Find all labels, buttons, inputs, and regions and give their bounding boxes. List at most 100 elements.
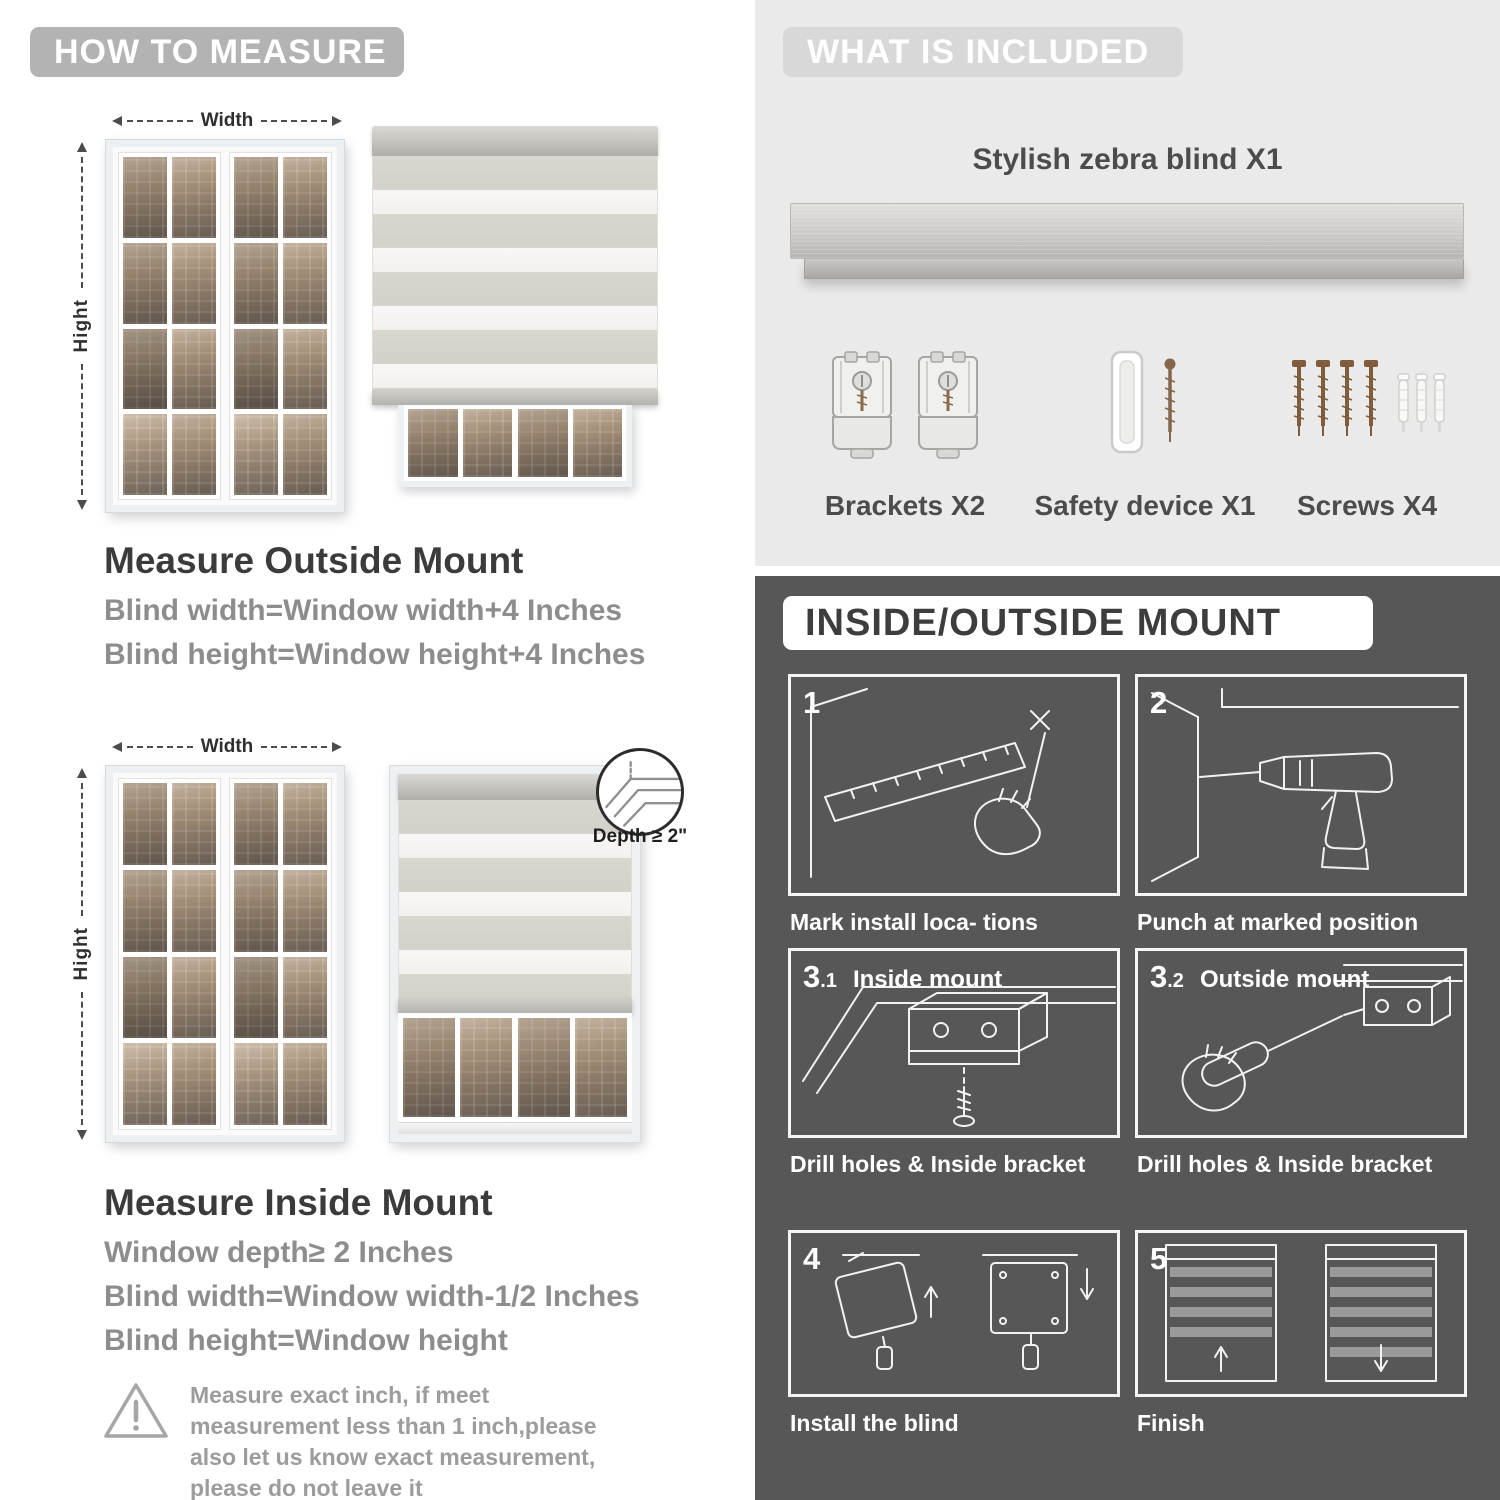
step-number: 5 (1150, 1241, 1168, 1276)
window-sash (518, 1018, 627, 1117)
window-pane (172, 414, 216, 495)
window-pane (172, 157, 216, 238)
arrowhead-up-icon (77, 768, 87, 778)
window-sash (229, 778, 332, 1130)
window-sash (118, 778, 221, 1130)
window-pane (172, 1043, 216, 1125)
mount-header: INSIDE/OUTSIDE MOUNT (783, 596, 1373, 650)
depth-label: Depth ≥ 2" (592, 826, 688, 847)
dashed-line (127, 120, 193, 122)
inside-bracket-illustration (802, 986, 1116, 1127)
inside-height-formula: Blind height=Window height (104, 1324, 508, 1357)
bracket-icon (832, 351, 892, 459)
step-1-box: 1 (788, 674, 1120, 896)
step-3-1-head: 3.1 Inside mount (803, 959, 1002, 995)
dashed-line (261, 746, 327, 748)
window-pane (283, 783, 327, 865)
window-pane (408, 409, 458, 477)
zebra-blind-illustration-inside (389, 765, 641, 1143)
drill-illustration (1151, 688, 1459, 882)
step-caption: Mark install loca- tions (790, 909, 1038, 935)
step-caption: Drill holes & Inside bracket (790, 1151, 1086, 1177)
measurement-warning: Measure exact inch, if meet measurement … (102, 1380, 642, 1500)
step-number: 4 (803, 1241, 821, 1276)
window-illustration-inside-mount (105, 765, 345, 1143)
screws-icon-box (1287, 326, 1447, 486)
width-label: Width (200, 736, 254, 757)
headrail-fascia (804, 259, 1464, 279)
inside-mount-title: Measure Inside Mount (104, 1182, 493, 1223)
step-2-box: 2 (1135, 674, 1467, 896)
measurement-note-text: Measure exact inch, if meet measurement … (190, 1382, 597, 1500)
window-pane (234, 1043, 278, 1125)
step-1-head: 1 (803, 685, 836, 721)
what-is-included-header: WHAT IS INCLUDED (783, 27, 1183, 77)
window-pane (172, 869, 216, 952)
step-caption: Punch at marked position (1137, 909, 1419, 935)
window-pane (234, 414, 278, 495)
window-sash (118, 152, 221, 500)
arrowhead-down-icon (77, 1130, 87, 1141)
screws-icon (1290, 358, 1447, 438)
inside-depth-formula: Window depth≥ 2 Inches (104, 1236, 454, 1269)
step-caption: Finish (1137, 1410, 1205, 1436)
dashed-line (81, 363, 83, 496)
product-name: Stylish zebra blind X1 (972, 143, 1283, 176)
window-sash (229, 152, 332, 500)
mark-locations-illustration (810, 688, 1050, 878)
window-pane (123, 157, 167, 238)
height-label: Hight (71, 299, 92, 353)
window-pane (283, 414, 327, 495)
window-pane (234, 783, 278, 865)
window-sash (408, 409, 512, 477)
window-pane (234, 328, 278, 410)
step-3-2-box: 3.2 Outside mount (1135, 948, 1467, 1138)
included-items: Brackets X2 Safety device X1 (790, 326, 1464, 522)
pack-item-brackets: Brackets X2 (790, 326, 1020, 522)
inside-width-formula: Blind width=Window width-1/2 Inches (104, 1280, 640, 1313)
window-pane (123, 328, 167, 410)
dashed-line (127, 746, 193, 748)
window-pane (234, 157, 278, 238)
dashed-line (81, 783, 83, 917)
step-number: 3.2 (1150, 959, 1184, 994)
blind-stripes (372, 156, 658, 390)
window-pane (234, 242, 278, 324)
window-pane (123, 956, 167, 1039)
step-1: 1 Mark install loca- ti (788, 674, 1120, 936)
arrowhead-left-icon (112, 116, 122, 126)
window-pane (283, 956, 327, 1039)
width-label: Width (200, 110, 254, 131)
step-5-box: 5 (1135, 1230, 1467, 1397)
window-pane (283, 328, 327, 410)
step-4: 4 (788, 1230, 1120, 1437)
zebra-blind-headrail-image (790, 203, 1464, 279)
step-5: 5 (1135, 1230, 1467, 1437)
safety-device-icon (1110, 350, 1176, 454)
screws-label: Screws X4 (1296, 490, 1438, 521)
step-2: 2 (1135, 674, 1467, 936)
window-behind-blind (398, 405, 632, 487)
window-pane (123, 242, 167, 324)
dashed-line (261, 120, 327, 122)
dashed-line (81, 991, 83, 1126)
window-sash (518, 409, 622, 477)
mount-instructions-panel: INSIDE/OUTSIDE MOUNT 1 (755, 576, 1500, 1500)
outside-bracket-illustration (1181, 964, 1463, 1112)
blind-bottom-rail (372, 390, 658, 405)
height-arrow-inside: Hight (70, 768, 94, 1141)
step-5-head: 5 (1150, 1241, 1183, 1277)
window-pane (283, 242, 327, 324)
outside-mount-title: Measure Outside Mount (104, 540, 524, 581)
step-3-2: 3.2 Outside mount (1135, 948, 1467, 1178)
step-number: 1 (803, 685, 821, 720)
brackets-icon-box (826, 326, 984, 486)
arrowhead-left-icon (112, 742, 122, 752)
window-pane (572, 409, 622, 477)
window-pane (283, 157, 327, 238)
safety-device-icon-box (1090, 326, 1200, 486)
dashed-line (81, 157, 83, 289)
step-3-2-head: 3.2 Outside mount (1150, 959, 1369, 995)
window-pane (234, 869, 278, 952)
